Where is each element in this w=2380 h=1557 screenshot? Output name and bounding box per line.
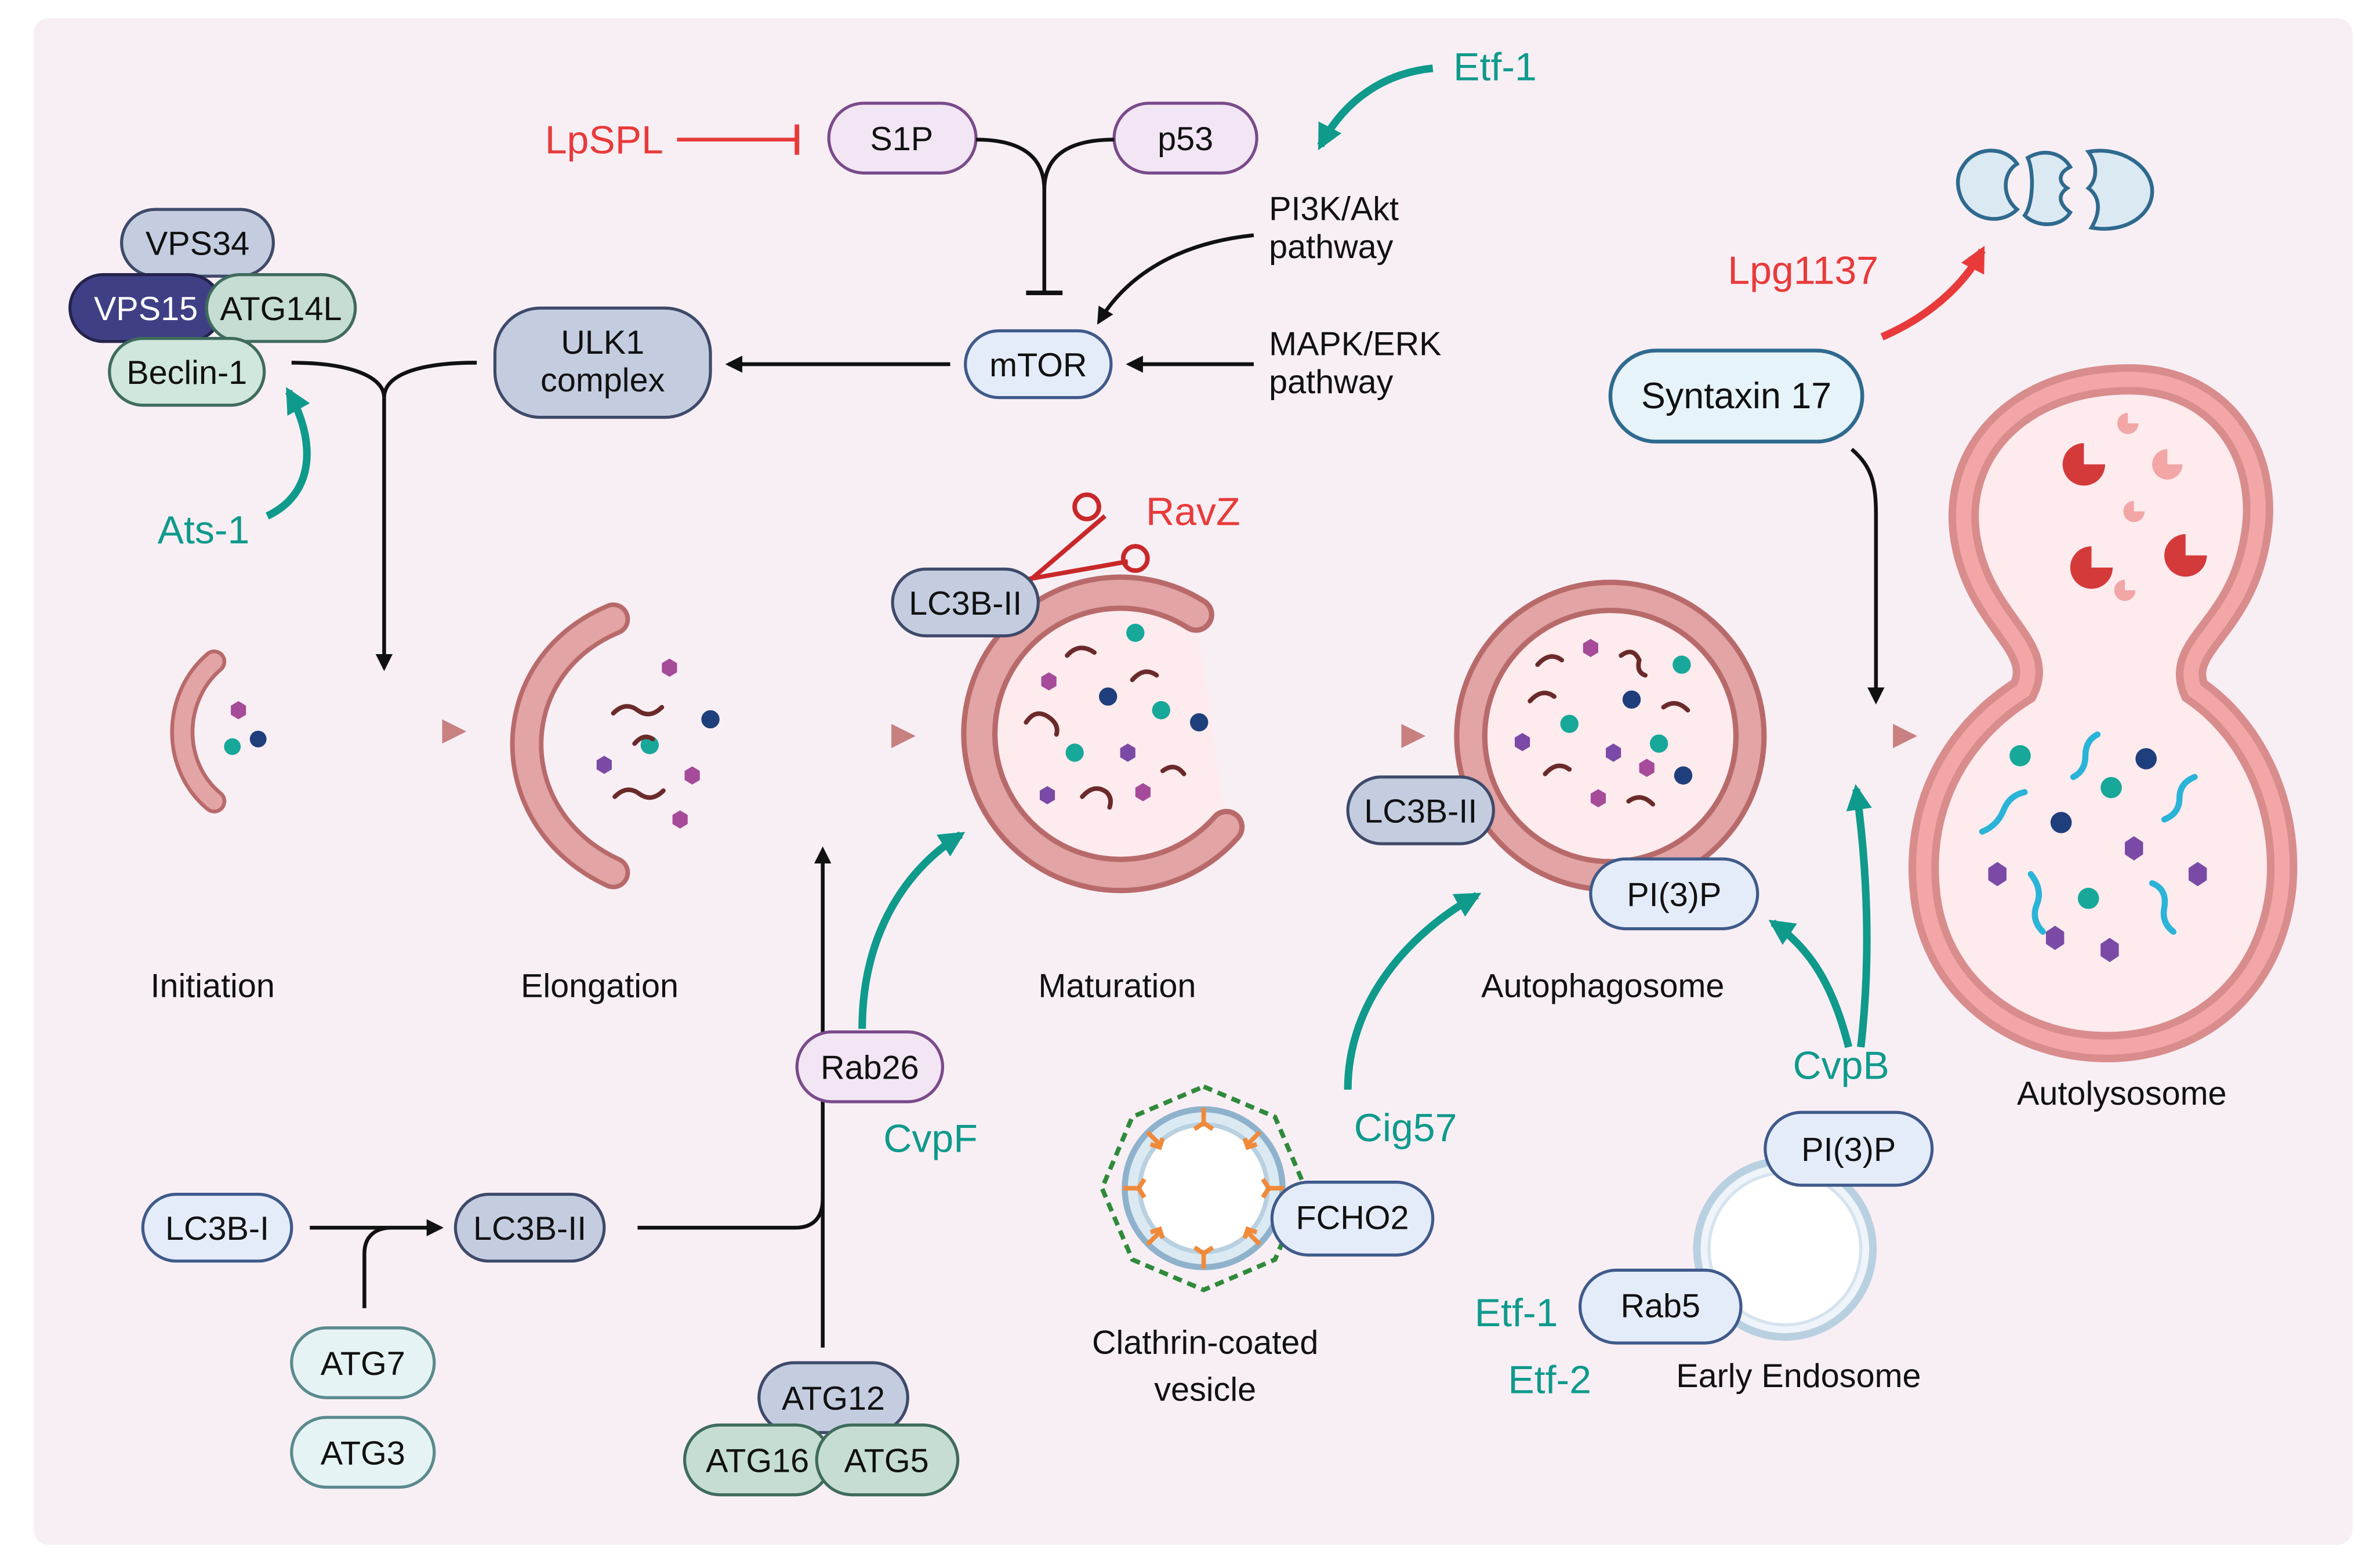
cvpb-arrow-left — [1768, 919, 1853, 1048]
autophagosome-lc3b-ii-label: LC3B-II — [1364, 793, 1477, 830]
initiation-phagophore — [170, 649, 267, 814]
fcho2-label: FCHO2 — [1296, 1200, 1409, 1237]
stage-autophagosome-label: Autophagosome — [1481, 967, 1724, 1004]
pi3k-akt-label-line2: pathway — [1269, 228, 1394, 266]
etf1-top-label: Etf-1 — [1453, 45, 1537, 89]
vps15-label: VPS15 — [94, 291, 198, 328]
clathrin-coated-vesicle — [1099, 1084, 1308, 1293]
ulk1-label-line2: complex — [540, 362, 665, 399]
syntaxin17-arrow — [1850, 448, 1885, 705]
lpg1137-arrow — [1880, 245, 1986, 340]
syntaxin17-pill — [1608, 349, 1864, 444]
atg12-label: ATG12 — [782, 1380, 885, 1417]
mtor-pill — [964, 329, 1113, 400]
lpspl-label: LpSPL — [545, 118, 663, 162]
pi3k-complex: VPS34 VPS15 ATG14L Beclin-1 — [68, 208, 357, 407]
cvpf-label: CvpF — [883, 1116, 978, 1160]
lpg1137-label: Lpg1137 — [1728, 248, 1878, 292]
lc3b-i-label: LC3B-I — [165, 1210, 269, 1247]
maturation-autophagosome — [961, 574, 1245, 894]
atg14l-pill — [205, 273, 357, 343]
beclin1-pill — [108, 336, 266, 407]
autophagosome-pi3p-label: PI(3)P — [1627, 876, 1721, 913]
s1p-p53-junction — [976, 137, 1115, 190]
autophagosome-pi3p-pill — [1589, 857, 1759, 931]
lc3b-ii-label: LC3B-II — [473, 1210, 586, 1247]
stage-maturation-label: Maturation — [1038, 967, 1196, 1004]
mapk-erk-label-line2: pathway — [1269, 364, 1394, 401]
early-endosome-vesicle — [1693, 1157, 1877, 1341]
rab5-label: Rab5 — [1620, 1288, 1700, 1325]
atg3-pill — [290, 1416, 436, 1489]
endosome-pi3p-label: PI(3)P — [1801, 1131, 1896, 1168]
beclin1-label: Beclin-1 — [126, 354, 247, 391]
rab26-label: Rab26 — [821, 1050, 919, 1087]
cig57-arrow — [1344, 892, 1482, 1090]
autolysosome-vesicle — [1909, 364, 2298, 1062]
etf1-top-arrow — [1317, 64, 1434, 151]
autophagosome-lc3b-ii-pill — [1346, 775, 1496, 845]
stage-initiation-label: Initiation — [150, 967, 274, 1004]
ats1-arrow — [266, 387, 311, 520]
endosome-etf1-label: Etf-1 — [1475, 1291, 1558, 1335]
syntaxin17-fragments — [1955, 148, 2154, 231]
lc3b-ii-pill — [453, 1192, 606, 1263]
atg7-label: ATG7 — [321, 1345, 405, 1382]
atg7-feed-line — [362, 1225, 392, 1308]
atg16-label: ATG16 — [706, 1442, 809, 1479]
cig57-label: Cig57 — [1354, 1106, 1457, 1150]
mapk-erk-label-line1: MAPK/ERK — [1269, 325, 1441, 362]
ats1-label: Ats-1 — [158, 508, 250, 552]
vps34-label: VPS34 — [146, 226, 249, 263]
maturation-lc3b-ii-label: LC3B-II — [909, 585, 1022, 622]
endosome-pi3p-pill — [1764, 1110, 1934, 1187]
ravz-label: RavZ — [1146, 489, 1240, 533]
atg5-pill — [815, 1423, 960, 1497]
clathrin-vesicle-label-line1: Clathrin-coated — [1092, 1324, 1318, 1361]
clathrin-vesicle-label-line2: vesicle — [1154, 1371, 1256, 1408]
endosome-etf2-label: Etf-2 — [1508, 1358, 1591, 1402]
maturation-lc3b-ii-pill — [891, 567, 1040, 638]
mtor-label: mTOR — [989, 347, 1087, 384]
pi3k-akt-label-line1: PI3K/Akt — [1269, 190, 1399, 227]
rab26-pill — [795, 1030, 945, 1104]
ulk1-complex-pill — [493, 306, 712, 419]
rab5-pill — [1578, 1268, 1743, 1345]
stage-autolysosome-label: Autolysosome — [2017, 1075, 2227, 1112]
atg7-pill — [290, 1326, 436, 1399]
cvpb-label: CvpB — [1793, 1044, 1889, 1088]
ulk1-label-line1: ULK1 — [561, 324, 644, 361]
lc3b-i-pill — [141, 1192, 293, 1263]
cvpb-arrow-up — [1846, 784, 1872, 1048]
atg3-label: ATG3 — [321, 1435, 405, 1472]
early-endosome-label: Early Endosome — [1676, 1358, 1921, 1395]
autophagosome-vesicle — [1454, 579, 1767, 892]
p53-label: p53 — [1158, 121, 1213, 158]
stage-elongation-label: Elongation — [521, 967, 679, 1004]
atg14l-label: ATG14L — [220, 291, 342, 328]
syntaxin17-label: Syntaxin 17 — [1641, 376, 1831, 416]
pi3k-akt-arrow — [1097, 233, 1254, 325]
lc3b-ii-to-rab26-line — [637, 1199, 825, 1230]
cvpf-arrow — [858, 831, 966, 1029]
atg5-label: ATG5 — [844, 1442, 929, 1479]
s1p-label: S1P — [870, 121, 933, 158]
fcho2-pill — [1270, 1180, 1435, 1257]
ulk1-pi3k-junction — [291, 361, 477, 398]
elongation-phagophore — [510, 602, 720, 890]
